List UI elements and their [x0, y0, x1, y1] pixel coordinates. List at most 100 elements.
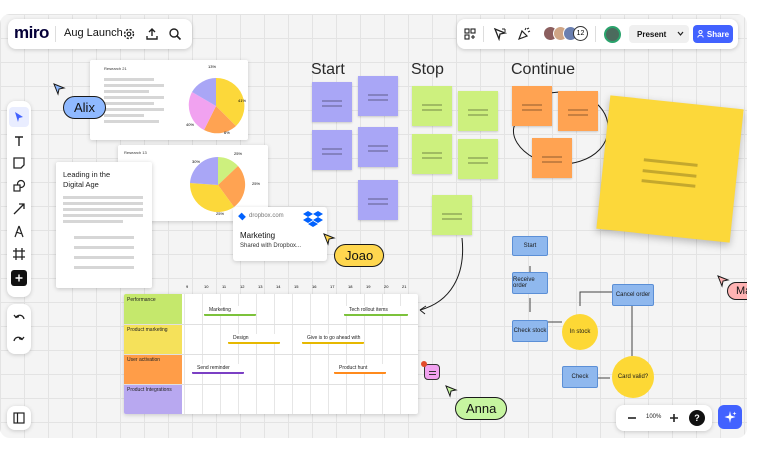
pie2-label-a: 30% — [192, 159, 201, 164]
document-card[interactable]: Leading in the Digital Age — [56, 162, 152, 288]
large-yellow-sticky-note[interactable] — [596, 95, 744, 243]
apps-button[interactable] — [461, 25, 479, 43]
cursor-maria-icon — [717, 275, 730, 288]
cursor-anna-label: Anna — [455, 397, 508, 420]
frame-icon — [13, 248, 25, 260]
gantt-bar-send-reminder[interactable]: Send reminder — [192, 364, 244, 374]
dropbox-card[interactable]: dropbox.com Marketing Shared with Dropbo… — [233, 207, 327, 261]
sticky-note-green[interactable] — [458, 139, 498, 179]
pie1-label-c: 40% — [186, 122, 195, 127]
connection-line-tool[interactable] — [9, 199, 29, 219]
settings-button[interactable] — [120, 25, 138, 43]
sticky-note-purple[interactable] — [358, 76, 398, 116]
sticky-note-purple[interactable] — [312, 130, 352, 170]
flow-start[interactable]: Start — [512, 236, 548, 256]
cursor-joao-icon — [323, 233, 336, 246]
comment-icon[interactable] — [424, 364, 440, 380]
collaborator-count-badge[interactable]: 12 — [573, 26, 588, 41]
search-button[interactable] — [166, 25, 184, 43]
gantt-bar-tech-rollout[interactable]: Tech rollout items — [344, 306, 408, 316]
dropbox-logo-icon — [303, 211, 323, 227]
gantt-row-user-activation: User activation — [124, 354, 182, 384]
dropbox-domain: dropbox.com — [249, 213, 284, 219]
party-popper-icon — [517, 27, 531, 41]
sticky-note-purple[interactable] — [358, 180, 398, 220]
plus-icon — [15, 274, 23, 282]
document-title-line-2: Digital Age — [63, 180, 99, 189]
gantt-bar-marketing[interactable]: Marketing — [204, 306, 256, 316]
present-button[interactable]: Present — [629, 25, 689, 43]
gantt-number-row: 9 10 11 12 13 14 15 16 17 18 19 20 21 — [186, 284, 407, 289]
sidebar-icon — [13, 412, 25, 424]
gantt-row-product-marketing: Product marketing — [124, 324, 182, 354]
flow-receive-order[interactable]: Receive order — [512, 272, 548, 294]
gantt-bar-product-hunt[interactable]: Product hunt — [334, 364, 386, 374]
sticky-note-green[interactable] — [412, 134, 452, 174]
flow-check-stock[interactable]: Check stock — [512, 320, 548, 342]
more-tools-button[interactable] — [11, 270, 27, 286]
research-card-2-title: Research 13 — [124, 150, 147, 155]
chevron-down-icon — [677, 31, 684, 36]
help-button[interactable]: ? — [689, 410, 705, 426]
sticky-note-purple[interactable] — [312, 82, 352, 122]
sticky-note-orange[interactable] — [558, 91, 598, 131]
sticky-note-orange[interactable] — [532, 138, 572, 178]
undo-redo-panel — [7, 304, 31, 354]
flow-cancel-order[interactable]: Cancel order — [612, 284, 654, 306]
zoom-out-button[interactable] — [624, 410, 640, 426]
pen-tool[interactable] — [9, 221, 29, 241]
pie1-label-a: 13% — [208, 64, 217, 69]
select-tool[interactable] — [9, 107, 29, 127]
collab-toolbar: 12 Present Share — [457, 19, 738, 49]
retro-heading-stop: Stop — [411, 61, 444, 78]
follow-button[interactable] — [491, 25, 509, 43]
zoom-controls: 100% ? — [616, 405, 712, 431]
cursor-anna-icon — [445, 385, 458, 398]
research-card-1[interactable]: Research 21 13% 41% 40% 6% — [90, 60, 248, 140]
comment-badge — [421, 361, 427, 367]
cursor-joao-label: Joao — [334, 244, 385, 267]
share-button[interactable]: Share — [693, 25, 733, 43]
frame-tool[interactable] — [9, 244, 29, 264]
gantt-bar-design[interactable]: Design — [228, 334, 280, 344]
board-name[interactable]: Aug Launch — [64, 27, 123, 39]
cursor-maria-label: Maria — [727, 282, 747, 300]
pie1-label-b: 41% — [238, 98, 247, 103]
sticky-note-green[interactable] — [432, 195, 472, 235]
gear-icon — [123, 28, 135, 40]
pie2-label-c: 25% — [252, 181, 261, 186]
shapes-tool[interactable] — [9, 175, 29, 195]
reactions-button[interactable] — [515, 25, 533, 43]
tool-palette — [7, 101, 31, 297]
panel-toggle-button[interactable] — [7, 406, 31, 430]
miro-logo[interactable]: miro — [14, 23, 49, 42]
redo-button[interactable] — [9, 330, 29, 350]
gantt-row-performance: Performance — [124, 294, 182, 324]
flow-card-valid[interactable]: Card valid? — [612, 356, 654, 398]
zoom-in-button[interactable] — [666, 410, 682, 426]
undo-button[interactable] — [9, 308, 29, 328]
sticky-note-green[interactable] — [412, 86, 452, 126]
sticky-note-purple[interactable] — [358, 127, 398, 167]
export-button[interactable] — [143, 25, 161, 43]
flow-check[interactable]: Check — [562, 366, 598, 388]
gantt-row-product-integrations: Product Integrations — [124, 384, 182, 414]
sticky-note-tool[interactable] — [9, 153, 29, 173]
current-user-avatar[interactable] — [604, 26, 621, 43]
cursor-alix-label: Alix — [63, 96, 106, 119]
gantt-bar-give[interactable]: Give is to go ahead with — [302, 334, 364, 344]
gantt-chart[interactable]: Performance Product marketing User activ… — [124, 294, 418, 414]
upload-icon — [146, 28, 158, 40]
document-title-line-1: Leading in the — [63, 170, 111, 179]
sticky-note-icon — [13, 157, 25, 169]
text-tool[interactable] — [9, 131, 29, 151]
flow-in-stock[interactable]: In stock — [562, 314, 598, 350]
dropbox-title: Marketing — [240, 231, 276, 240]
ai-assist-button[interactable] — [718, 405, 742, 429]
zoom-level[interactable]: 100% — [646, 414, 662, 420]
board-canvas[interactable]: Research 21 13% 41% 40% 6% Research 13 3… — [0, 14, 747, 438]
text-icon — [15, 136, 23, 146]
sticky-note-green[interactable] — [458, 91, 498, 131]
pie-chart-2 — [189, 156, 246, 213]
sticky-note-orange[interactable] — [512, 86, 552, 126]
